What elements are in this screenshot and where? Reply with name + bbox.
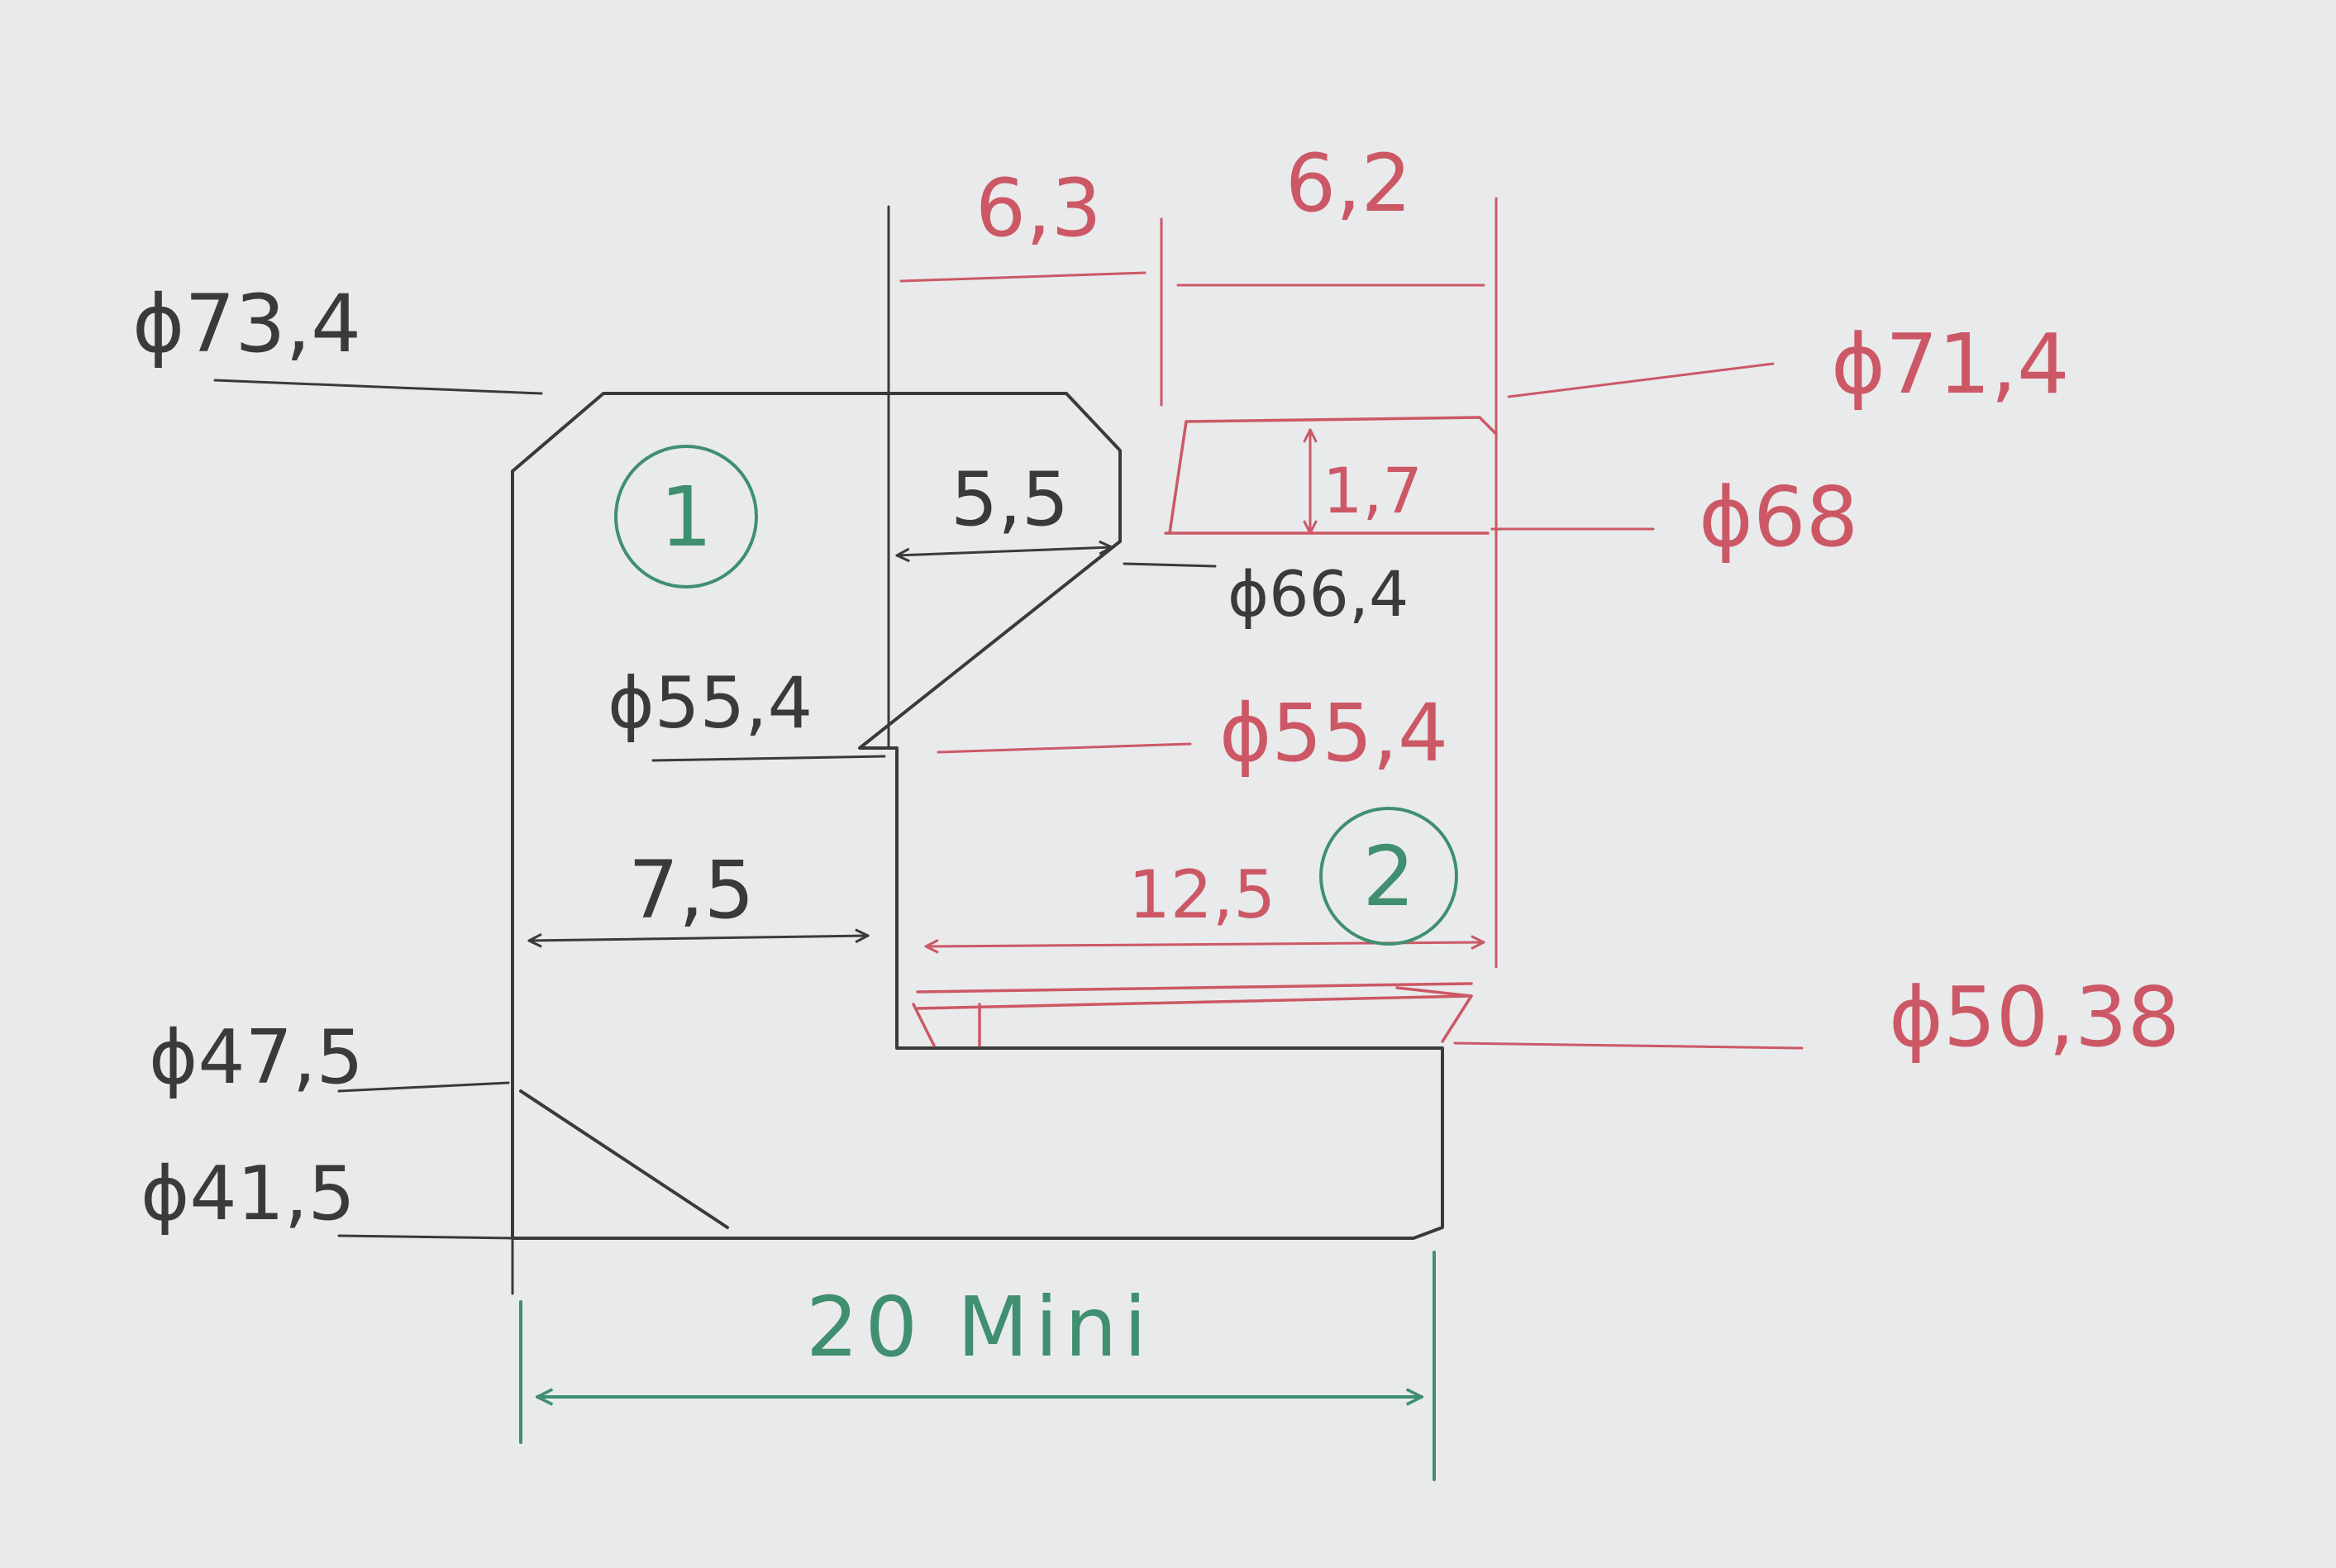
- label-dia-68: ϕ68: [1699, 469, 1858, 565]
- label-dia-73-4: ϕ73,4: [132, 278, 361, 370]
- part-1-circle: [614, 445, 758, 589]
- dim-line-73-4: [213, 379, 543, 395]
- dim-line-55-4-part2: [937, 742, 1192, 754]
- label-len-12-5: 12,5: [1128, 856, 1275, 933]
- dim-arrow-7-5: [529, 936, 868, 941]
- dim-line-55-4-part1: [651, 755, 886, 762]
- label-dia-66-4: ϕ66,4: [1228, 557, 1409, 631]
- label-dia-55-4-part2: ϕ55,4: [1219, 687, 1448, 779]
- label-dia-71-4: ϕ71,4: [1831, 316, 2070, 412]
- label-len-6-3: 6,3: [975, 162, 1102, 255]
- part-1-number: 1: [660, 469, 713, 565]
- dim-line-71-4: [1507, 362, 1775, 398]
- part-1-chamfer-line: [519, 1089, 729, 1229]
- green-dimension: [519, 1251, 1436, 1481]
- dim-arrow-5-5: [897, 547, 1112, 555]
- label-len-7-5: 7,5: [628, 844, 755, 937]
- label-dia-47-5: ϕ47,5: [149, 1014, 364, 1101]
- dim-line-41-5: [337, 1234, 518, 1240]
- part-2-number: 2: [1362, 828, 1415, 925]
- dim-line-47-5: [337, 1081, 510, 1093]
- label-len-5-5: 5,5: [951, 456, 1069, 543]
- label-len-6-2: 6,2: [1285, 137, 1412, 230]
- label-len-20-mini: 20 Mini: [806, 1279, 1153, 1375]
- dim-line-6-3: [899, 271, 1147, 283]
- label-dia-41-5: ϕ41,5: [141, 1151, 355, 1237]
- pencil-dimensions: [213, 379, 1112, 1240]
- part-1-profile: [511, 205, 1444, 1295]
- label-len-1-7: 1,7: [1323, 454, 1423, 527]
- part-2-profile: [912, 197, 1498, 1047]
- label-dia-50-38: ϕ50,38: [1889, 969, 2180, 1065]
- part-2-circle: [1319, 807, 1458, 946]
- dim-line-50-38: [1453, 1041, 1804, 1050]
- leader-66-4: [1123, 562, 1217, 568]
- label-dia-55-4-part1: ϕ55,4: [608, 662, 813, 745]
